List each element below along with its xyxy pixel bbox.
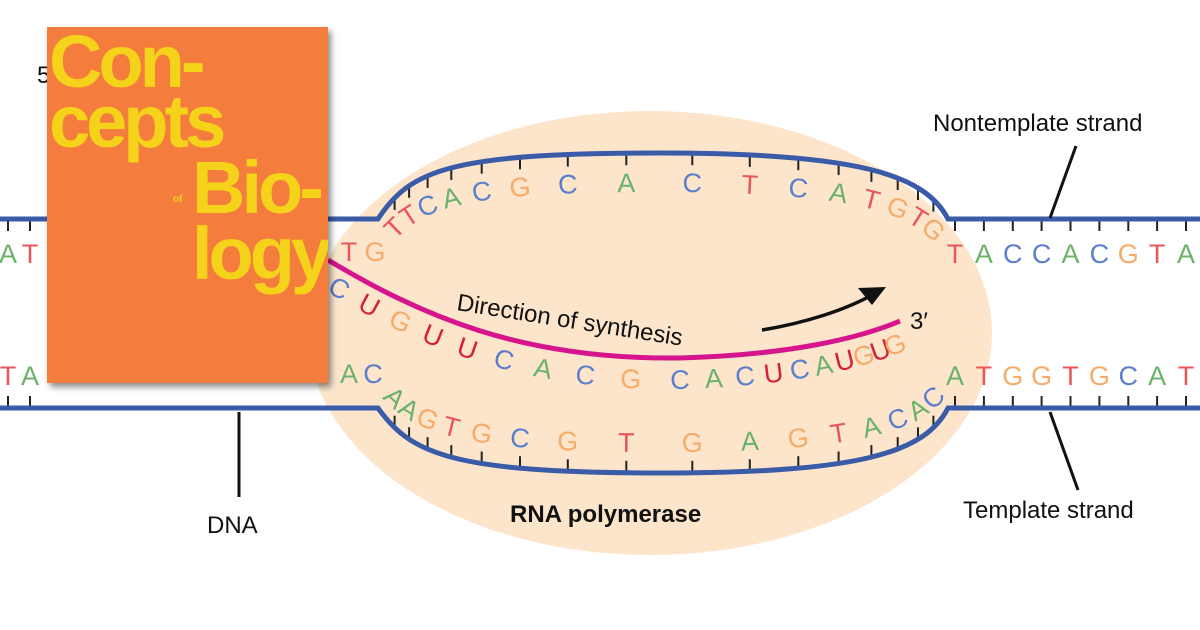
nontemplate-bubble-base: C bbox=[558, 169, 579, 200]
template-base: T bbox=[976, 361, 993, 391]
rna-base: A bbox=[812, 349, 836, 382]
nontemplate-base: T bbox=[947, 239, 964, 269]
rna-base: C bbox=[788, 353, 812, 386]
rna-base: C bbox=[574, 359, 597, 391]
nontemplate-bubble-base: A bbox=[617, 168, 635, 198]
direction-arrow bbox=[761, 293, 873, 332]
nontemplate-bubble-base: C bbox=[470, 175, 494, 208]
template-base: G bbox=[1002, 361, 1023, 391]
rna-base: A bbox=[532, 352, 555, 385]
nontemplate-bubble-base: C bbox=[787, 172, 809, 204]
template-base: T bbox=[1062, 361, 1079, 391]
template-base: A bbox=[21, 361, 39, 391]
template-bubble-base: G bbox=[682, 428, 703, 458]
template-base: C bbox=[363, 359, 383, 389]
template-bubble-base: T bbox=[618, 428, 635, 458]
nontemplate-base: A bbox=[975, 239, 993, 269]
template-bubble-base: G bbox=[786, 422, 810, 454]
nontemplate-strand-label: Nontemplate strand bbox=[933, 110, 1142, 137]
nontemplate-base: T bbox=[1149, 239, 1166, 269]
template-bubble-base: A bbox=[740, 426, 759, 457]
nontemplate-base: T bbox=[341, 237, 358, 267]
book-cover-image: Con- cepts of Bio- logy bbox=[47, 27, 328, 383]
rna-base: C bbox=[670, 365, 690, 396]
direction-arrow-head-icon bbox=[858, 287, 886, 305]
rna-base: U bbox=[762, 357, 785, 389]
nontemplate-base: G bbox=[364, 237, 385, 267]
nontemplate-base: G bbox=[1118, 239, 1139, 269]
template-bubble-base: G bbox=[557, 426, 579, 457]
nontemplate-bubble-base: T bbox=[860, 183, 884, 216]
rna-polymerase-label: RNA polymerase bbox=[510, 501, 701, 528]
dna-label: DNA bbox=[207, 512, 258, 539]
template-strand-label: Template strand bbox=[963, 497, 1134, 524]
cover-title-line-4: Bio- bbox=[192, 146, 324, 229]
rna-base: G bbox=[620, 364, 642, 395]
nontemplate-base: A bbox=[0, 239, 17, 269]
template-base: A bbox=[946, 361, 964, 391]
nontemplate-bubble-base: C bbox=[682, 168, 702, 198]
nontemplate-bubble-base: T bbox=[741, 170, 759, 201]
cover-title-line-3: of bbox=[173, 194, 183, 205]
rna-polymerase-ellipse bbox=[308, 111, 992, 555]
template-bubble-base: T bbox=[828, 417, 849, 449]
template-base: G bbox=[1089, 361, 1110, 391]
template-bubble-base: G bbox=[469, 417, 494, 450]
nontemplate-base: C bbox=[1090, 239, 1110, 269]
template-pointer-line bbox=[1048, 411, 1080, 491]
template-base: A bbox=[340, 359, 358, 389]
nontemplate-strand-backbone bbox=[0, 150, 1200, 222]
cover-title-line-5: logy bbox=[192, 212, 328, 295]
template-base: A bbox=[1148, 361, 1166, 391]
nontemplate-base: T bbox=[22, 239, 39, 269]
nontemplate-base: A bbox=[1061, 239, 1079, 269]
nontemplate-base: A bbox=[1177, 239, 1195, 269]
rna-transcript-strand bbox=[326, 257, 901, 361]
template-strand-backbone bbox=[0, 405, 1200, 476]
template-base: T bbox=[1178, 361, 1195, 391]
nontemplate-base: C bbox=[1003, 239, 1023, 269]
nontemplate-pointer-line bbox=[1048, 145, 1078, 219]
cover-title-line-2: cepts bbox=[49, 80, 226, 163]
template-bubble-base: T bbox=[440, 411, 463, 444]
nontemplate-base: C bbox=[1032, 239, 1052, 269]
template-base: C bbox=[1119, 361, 1139, 391]
template-bubble-base: C bbox=[509, 422, 531, 454]
nontemplate-bubble-base: A bbox=[827, 177, 850, 210]
nontemplate-bubble-base: G bbox=[508, 172, 531, 204]
template-base: G bbox=[1031, 361, 1052, 391]
rna-base: C bbox=[734, 360, 756, 392]
template-base: T bbox=[0, 361, 16, 391]
rna-base: A bbox=[704, 363, 724, 394]
cover-title-line-1: Con- bbox=[49, 27, 205, 103]
three-prime-label: 3′ bbox=[910, 308, 928, 335]
